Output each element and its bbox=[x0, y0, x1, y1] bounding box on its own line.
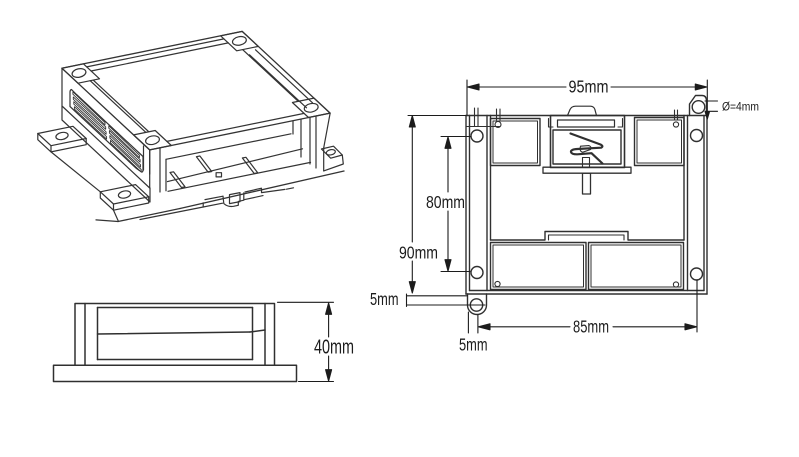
svg-text:5mm: 5mm bbox=[459, 335, 488, 355]
svg-text:Ø=4mm: Ø=4mm bbox=[722, 102, 759, 114]
svg-text:95mm: 95mm bbox=[569, 77, 609, 97]
svg-text:90mm: 90mm bbox=[399, 243, 438, 263]
svg-text:40mm: 40mm bbox=[314, 337, 354, 359]
svg-text:5mm: 5mm bbox=[370, 289, 399, 309]
svg-text:85mm: 85mm bbox=[573, 317, 609, 337]
svg-text:80mm: 80mm bbox=[426, 192, 465, 212]
